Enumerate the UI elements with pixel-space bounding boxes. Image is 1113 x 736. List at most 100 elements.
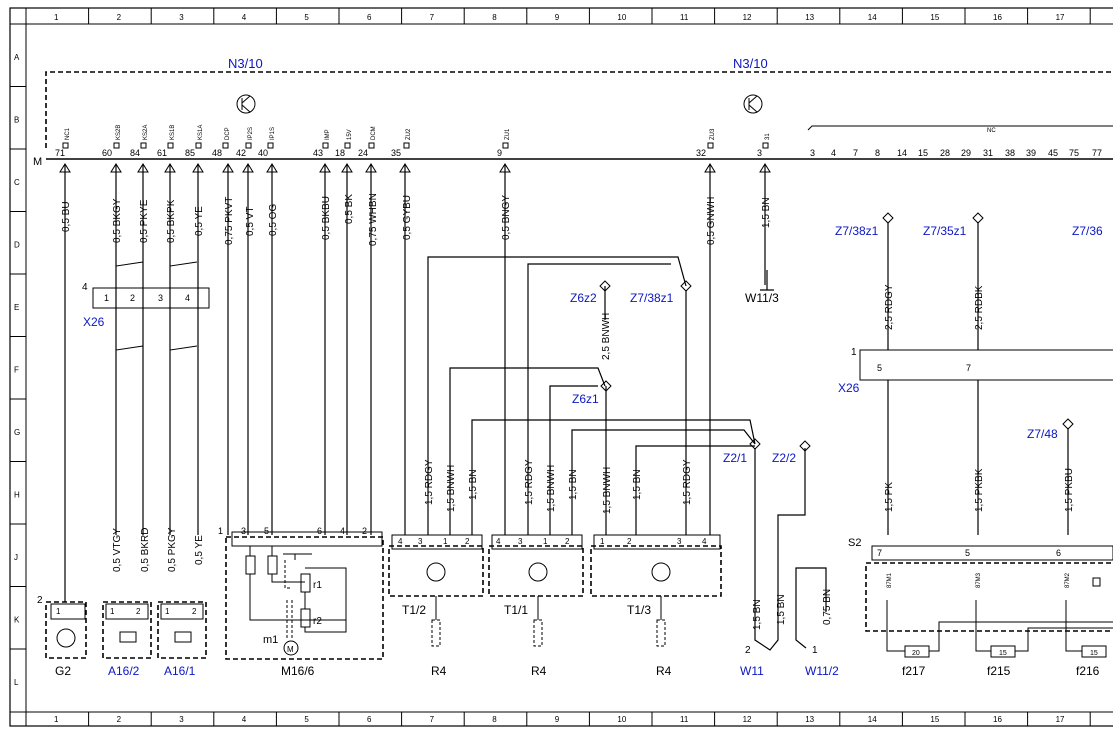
r4-label-2: R4 bbox=[531, 664, 547, 678]
m16-6-pin-6: 6 bbox=[317, 526, 322, 536]
s2-pin-7: 7 bbox=[877, 548, 882, 558]
x26-pin-1: 1 bbox=[104, 293, 109, 303]
r4-label-3: R4 bbox=[656, 664, 672, 678]
wire-label: 0,5 BKBU bbox=[321, 196, 332, 240]
s2-label: S2 bbox=[848, 537, 861, 549]
wire-label: 1,5 BN bbox=[776, 594, 787, 625]
pin-name-15v: 15V bbox=[347, 129, 353, 140]
t1-1-label: T1/1 bbox=[504, 603, 528, 617]
column-label-top: 15 bbox=[930, 13, 939, 22]
pin-name-dcm: DCM bbox=[371, 126, 377, 140]
pin-number-75: 75 bbox=[1069, 148, 1079, 158]
wire-arrow-icon bbox=[319, 163, 331, 173]
pin-name-nc: NC bbox=[987, 128, 996, 134]
coil-transistor-icon bbox=[651, 562, 671, 582]
pin-number-14: 14 bbox=[897, 148, 907, 158]
pin-number-43: 43 bbox=[313, 148, 323, 158]
pin-name-ip2s: IP2S bbox=[248, 127, 254, 140]
pin-name-ks1b: KS1B bbox=[170, 125, 176, 140]
pin-number-45: 45 bbox=[1048, 148, 1058, 158]
splice-label-z7-38z1-b: Z7/38z1 bbox=[835, 224, 879, 238]
row-label: C bbox=[14, 178, 20, 187]
column-label-bottom: 10 bbox=[617, 715, 626, 724]
frame-border bbox=[9, 7, 1113, 727]
x26-label-left: X26 bbox=[83, 315, 105, 329]
wire-label: 1,5 BN bbox=[632, 469, 643, 500]
spark-plug-icon bbox=[533, 619, 543, 647]
column-label-bottom: 3 bbox=[179, 715, 184, 724]
wire-arrow-icon bbox=[164, 163, 176, 173]
wire-label: 1,5 RDGY bbox=[682, 459, 693, 505]
w11-2-label: W11/2 bbox=[805, 664, 839, 678]
wire-label: 0,5 BKGY bbox=[112, 198, 123, 243]
r2-label: r2 bbox=[313, 616, 322, 627]
t1-2-pin-3: 3 bbox=[418, 537, 423, 546]
r4-label-1: R4 bbox=[431, 664, 447, 678]
row-label: H bbox=[14, 491, 20, 500]
wire-label: 0,5 BKPK bbox=[166, 199, 177, 243]
pin-name-ks2b: KS2B bbox=[116, 125, 122, 140]
linkage-dash bbox=[284, 560, 293, 640]
column-label-top: 11 bbox=[680, 13, 689, 22]
splice-label-z7-48: Z7/48 bbox=[1027, 427, 1058, 441]
pin-socket bbox=[113, 142, 120, 149]
s2-box bbox=[865, 562, 1113, 632]
wire-arrow-icon bbox=[704, 163, 716, 173]
wire-arrow-icon bbox=[266, 163, 278, 173]
column-label-top: 8 bbox=[492, 13, 497, 22]
x26-label-right: X26 bbox=[838, 381, 860, 395]
t1-1-pin-4: 4 bbox=[496, 537, 501, 546]
column-label-top: 4 bbox=[242, 13, 247, 22]
column-label-bottom: 1 bbox=[54, 715, 59, 724]
pin-number-8: 8 bbox=[875, 148, 880, 158]
fuse-f215-label: f215 bbox=[987, 664, 1011, 678]
pin-name-zu3: ZU3 bbox=[710, 128, 716, 140]
row-label: L bbox=[14, 678, 19, 687]
column-label-bottom: 15 bbox=[930, 715, 939, 724]
coil-transistor-icon bbox=[426, 562, 446, 582]
t1-2-label: T1/2 bbox=[402, 603, 426, 617]
wire-arrow-icon bbox=[341, 163, 353, 173]
column-label-bottom: 12 bbox=[743, 715, 752, 724]
wire-label: 0,75 WHBN bbox=[368, 193, 379, 246]
row-label: J bbox=[14, 553, 18, 562]
pin-number-9: 9 bbox=[497, 148, 502, 158]
fuse-wiring bbox=[886, 632, 1082, 652]
module-ground-label: M bbox=[33, 156, 42, 168]
wire-label: 0,75 PKVT bbox=[224, 197, 235, 245]
coil-transistor-icon bbox=[528, 562, 548, 582]
a16-1-pin-1: 1 bbox=[165, 607, 170, 616]
g2-pin-1: 1 bbox=[56, 607, 61, 616]
wire-label: 2,5 RDGY bbox=[884, 284, 895, 330]
r1-label: r1 bbox=[313, 580, 322, 591]
t1-1-pin-1: 1 bbox=[543, 537, 548, 546]
pin-number-15: 15 bbox=[918, 148, 928, 158]
pin-number-31: 31 bbox=[983, 148, 993, 158]
wire-label: 1,5 RDGY bbox=[524, 459, 535, 505]
column-label-top: 2 bbox=[117, 13, 122, 22]
w11-3-label: W11/3 bbox=[745, 291, 779, 305]
wire-label: 0,5 YE bbox=[194, 535, 205, 565]
wire-label: 0,5 VTGY bbox=[112, 528, 123, 572]
column-label-top: 9 bbox=[555, 13, 560, 22]
column-label-bottom: 14 bbox=[868, 715, 877, 724]
x26-pin-2: 2 bbox=[130, 293, 135, 303]
column-label-bottom: 2 bbox=[117, 715, 122, 724]
pin-socket bbox=[267, 142, 274, 149]
module-label-right: N3/10 bbox=[733, 56, 768, 71]
wire-label: 1,5 PKBK bbox=[974, 468, 985, 512]
x26-connector-left bbox=[92, 287, 210, 309]
splice-label-z7-35z1: Z7/35z1 bbox=[923, 224, 967, 238]
column-label-top: 10 bbox=[617, 13, 626, 22]
potentiometer-icon bbox=[267, 555, 278, 575]
wire-label: 1,5 BNWH bbox=[602, 467, 613, 514]
x26-right-pin-7: 7 bbox=[966, 363, 971, 373]
s2-internal-wiring bbox=[886, 600, 1113, 632]
t1-2-box bbox=[388, 545, 484, 597]
column-label-top: 17 bbox=[1056, 13, 1065, 22]
module-label-left: N3/10 bbox=[228, 56, 263, 71]
column-label-top: 16 bbox=[993, 13, 1002, 22]
